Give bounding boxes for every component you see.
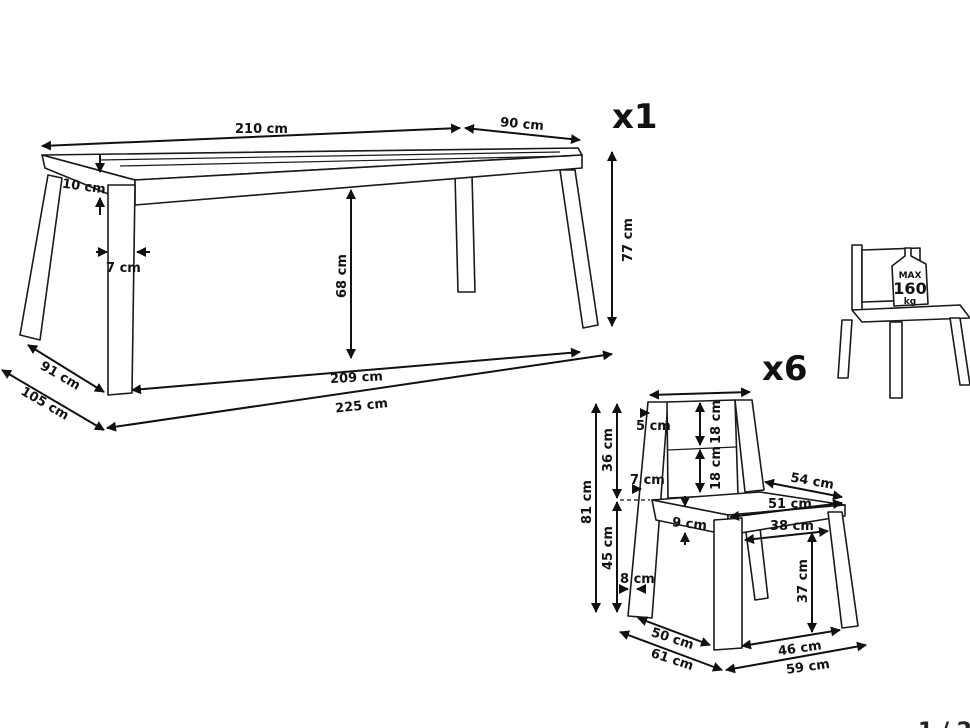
dim-table-total-length: 225 cm xyxy=(335,396,389,416)
dim-chair-apron: 9 cm xyxy=(671,515,707,534)
dim-chair-leg-clearance: 37 cm xyxy=(796,559,811,603)
weight-bag-icon xyxy=(891,247,929,307)
chair-quantity: x6 xyxy=(762,349,808,389)
table-leg-front-right xyxy=(559,169,599,329)
badge-value: 160 xyxy=(893,279,926,298)
chair-load-illustration: MAX 160 kg xyxy=(837,244,970,399)
dim-table-length: 210 cm xyxy=(235,122,288,137)
chair-dimensions: 5 cm 18 cm 18 cm 36 cm 81 cm 45 cm 7 cm … xyxy=(580,387,867,678)
dim-chair-back-post: 5 cm xyxy=(636,419,671,434)
dim-table-clearance: 68 cm xyxy=(335,254,350,298)
dim-chair-slat-upper: 18 cm xyxy=(709,400,724,444)
table-leg-back-left xyxy=(19,174,63,341)
dim-chair-leg-width: 8 cm xyxy=(620,572,655,587)
dim-chair-post-depth: 7 cm xyxy=(630,473,665,488)
dim-table-total-depth: 105 cm xyxy=(18,384,71,423)
table-quantity: x1 xyxy=(612,97,658,137)
dim-chair-inner-width: 38 cm xyxy=(770,519,814,534)
table-leg-back-right xyxy=(454,174,476,293)
dim-chair-total-width: 59 cm xyxy=(785,657,831,678)
dim-table-height: 77 cm xyxy=(621,218,636,262)
page-indicator: 1 / 2 xyxy=(918,719,970,728)
dim-table-width: 90 cm xyxy=(499,115,544,134)
dim-chair-total-height: 81 cm xyxy=(580,480,595,524)
dim-chair-back-height: 36 cm xyxy=(601,428,616,472)
dim-chair-slat-lower: 18 cm xyxy=(709,446,724,490)
chair-drawing xyxy=(627,399,859,651)
dim-table-leg-width: 7 cm xyxy=(106,261,141,276)
dim-table-top-thickness: 10 cm xyxy=(61,177,107,198)
dim-chair-seat-height: 45 cm xyxy=(601,526,616,570)
table-leg-front-left xyxy=(107,184,136,396)
badge-max: MAX xyxy=(899,271,922,281)
dim-table-inner-length: 209 cm xyxy=(330,369,384,387)
badge-unit: kg xyxy=(904,297,916,307)
dim-chair-seat-depth: 54 cm xyxy=(789,471,835,493)
dim-chair-seat-width: 51 cm xyxy=(768,497,812,512)
table-drawing xyxy=(19,147,599,396)
